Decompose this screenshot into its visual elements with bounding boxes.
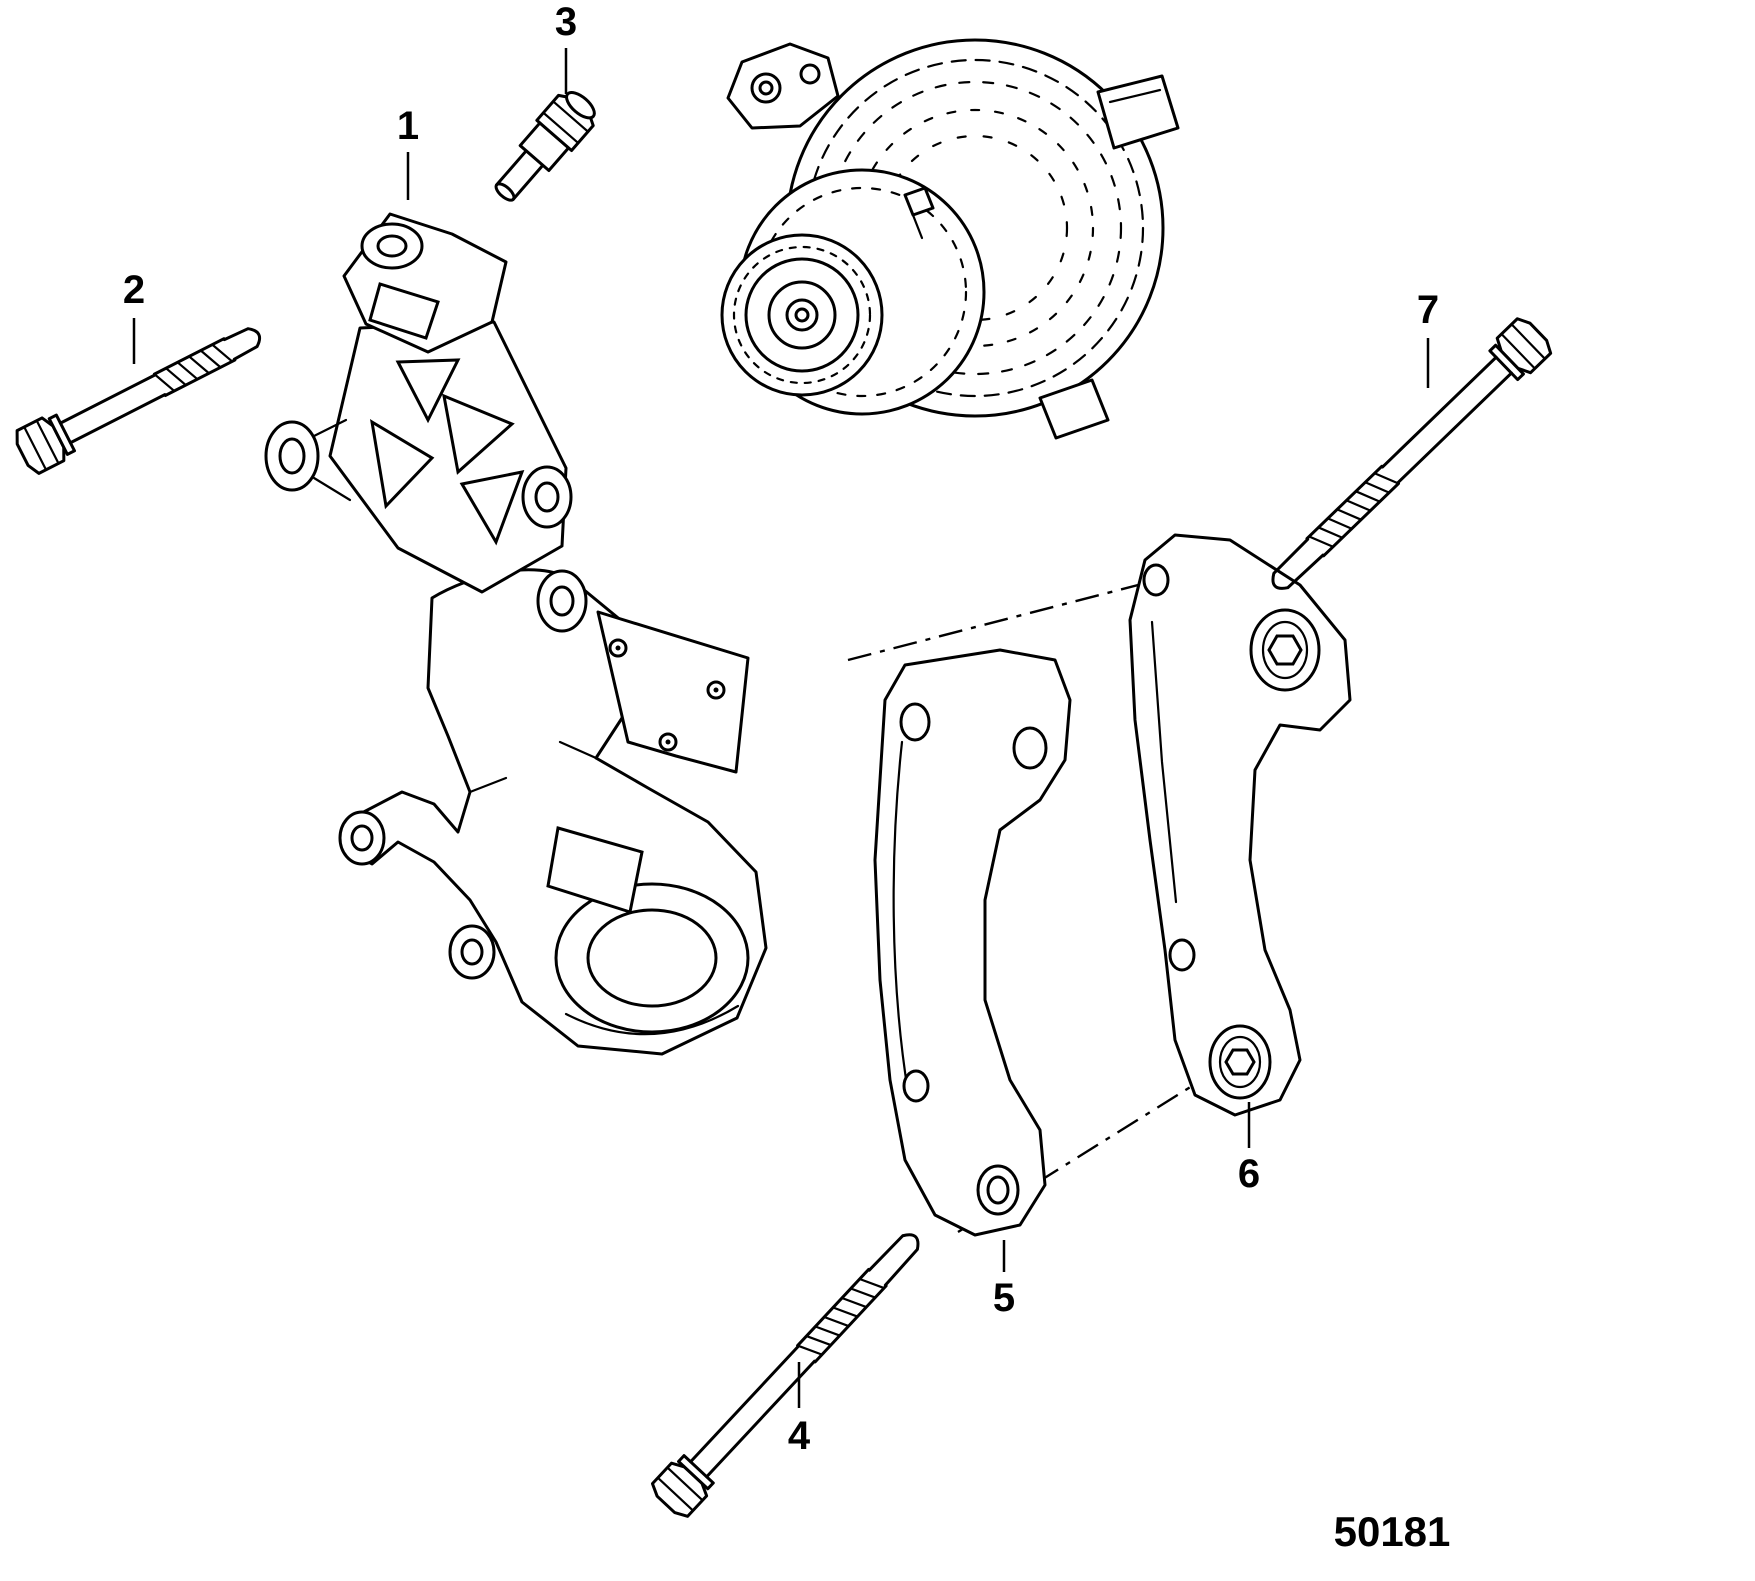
figure-number: 50181 (1333, 1508, 1451, 1555)
alignment-axis-upper (847, 582, 1143, 662)
callout-label-5: 5 (992, 1276, 1016, 1320)
callout-label-2: 2 (122, 268, 146, 312)
callout-label-7: 7 (1416, 288, 1440, 332)
callout-label-3: 3 (554, 0, 578, 44)
bolt-2-drawing (10, 311, 272, 478)
callout-label-1: 1 (396, 104, 420, 148)
callout-label-6: 6 (1237, 1152, 1261, 1196)
bolt-7-drawing (1256, 313, 1557, 605)
spacer-bolt-3-drawing (494, 91, 596, 202)
bracket-inner-drawing (873, 648, 1072, 1237)
bolt-4-drawing (646, 1218, 935, 1523)
alternator-drawing (720, 38, 1180, 440)
bracket-outer-drawing (1128, 533, 1352, 1117)
main-bracket-drawing (264, 212, 768, 1056)
callout-label-4: 4 (787, 1414, 811, 1458)
